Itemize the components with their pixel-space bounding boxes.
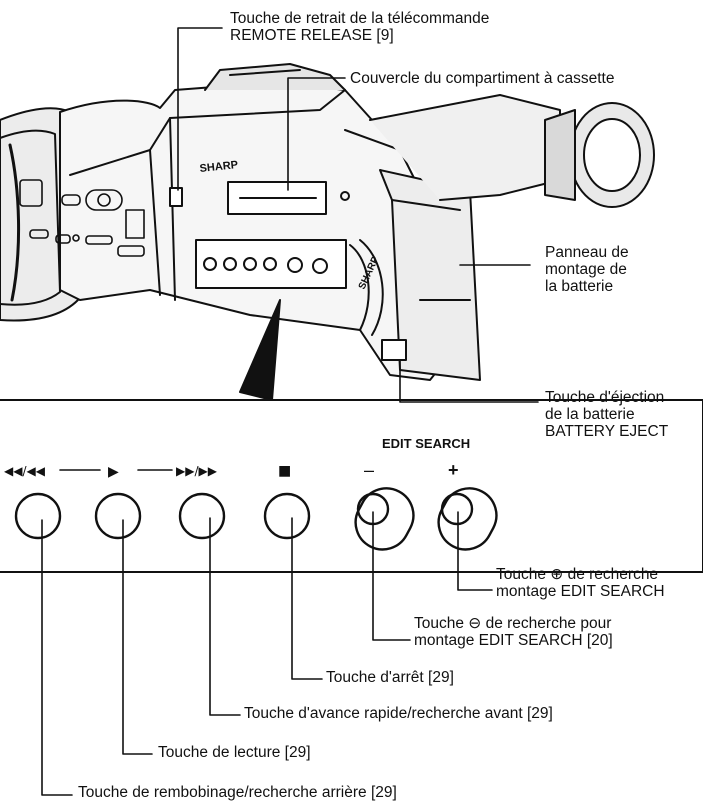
callout-rewind-line1: Touche de rembobinage/recherche arrière … (78, 784, 397, 801)
callout-battery-eject-line3: BATTERY EJECT (545, 423, 669, 440)
callout-edit-search-plus-line2: montage EDIT SEARCH (496, 583, 665, 600)
battery-eject-button (381, 339, 407, 361)
callout-edit-search-minus-line2: montage EDIT SEARCH [20] (414, 632, 613, 649)
play-symbol: ▶ (108, 464, 119, 480)
leader-lines (41, 27, 539, 796)
callout-edit-search-plus-line1: Touche ⊕ de recherche (496, 566, 659, 583)
camera-body (59, 63, 481, 381)
callout-edit-search-minus-line1: Touche ⊖ de recherche pour (414, 615, 612, 632)
ff-symbol: ▶▶/▶▶ (176, 464, 218, 478)
callout-battery-panel-line3: la batterie (545, 278, 614, 295)
panel-buttons (14, 487, 498, 551)
callout-battery-panel: Panneau de montage de la batterie (545, 244, 629, 295)
callout-cassette-cover-line1: Couvercle du compartiment à cassette (350, 70, 615, 87)
callout-rewind: Touche de rembobinage/recherche arrière … (78, 784, 397, 801)
callout-play-line1: Touche de lecture [29] (158, 744, 311, 761)
callout-battery-eject: Touche d'éjection de la batterie BATTERY… (545, 389, 668, 440)
zoom-panel (0, 399, 703, 573)
side-controls (19, 179, 145, 257)
edit-search-label: EDIT SEARCH (382, 436, 470, 451)
callout-remote-release-line1: Touche de retrait de la télécommande (230, 10, 490, 27)
callout-cassette-cover: Couvercle du compartiment à cassette (350, 70, 614, 87)
callout-battery-panel-line2: montage de (545, 261, 627, 278)
minus-symbol: – (364, 460, 374, 480)
callout-stop: Touche d'arrêt [29] (326, 669, 454, 686)
camera-brand: SHARP (199, 159, 239, 175)
callout-edit-search-minus: Touche ⊖ de recherche pour montage EDIT … (414, 615, 613, 649)
camera-button-panel (195, 239, 347, 289)
callout-battery-eject-line2: de la batterie (545, 406, 635, 423)
callout-remote-release-line2: REMOTE RELEASE [9] (230, 27, 394, 44)
callout-stop-line1: Touche d'arrêt [29] (326, 669, 454, 686)
rewind-symbol: ◀◀/◀◀ (4, 464, 46, 478)
callout-play: Touche de lecture [29] (158, 744, 311, 761)
callout-edit-search-plus: Touche ⊕ de recherche montage EDIT SEARC… (496, 566, 665, 600)
plus-symbol: + (448, 460, 459, 480)
callout-battery-panel-line1: Panneau de (545, 244, 629, 261)
callout-fast-forward: Touche d'avance rapide/recherche avant [… (244, 705, 553, 722)
viewfinder (369, 94, 655, 208)
zoom-wedge (239, 299, 281, 401)
callout-remote-release: Touche de retrait de la télécommande REM… (230, 10, 489, 44)
callout-battery-eject-line1: Touche d'éjection (545, 389, 665, 406)
stop-symbol: ■ (278, 463, 291, 479)
callout-fast-forward-line1: Touche d'avance rapide/recherche avant [… (244, 705, 553, 722)
